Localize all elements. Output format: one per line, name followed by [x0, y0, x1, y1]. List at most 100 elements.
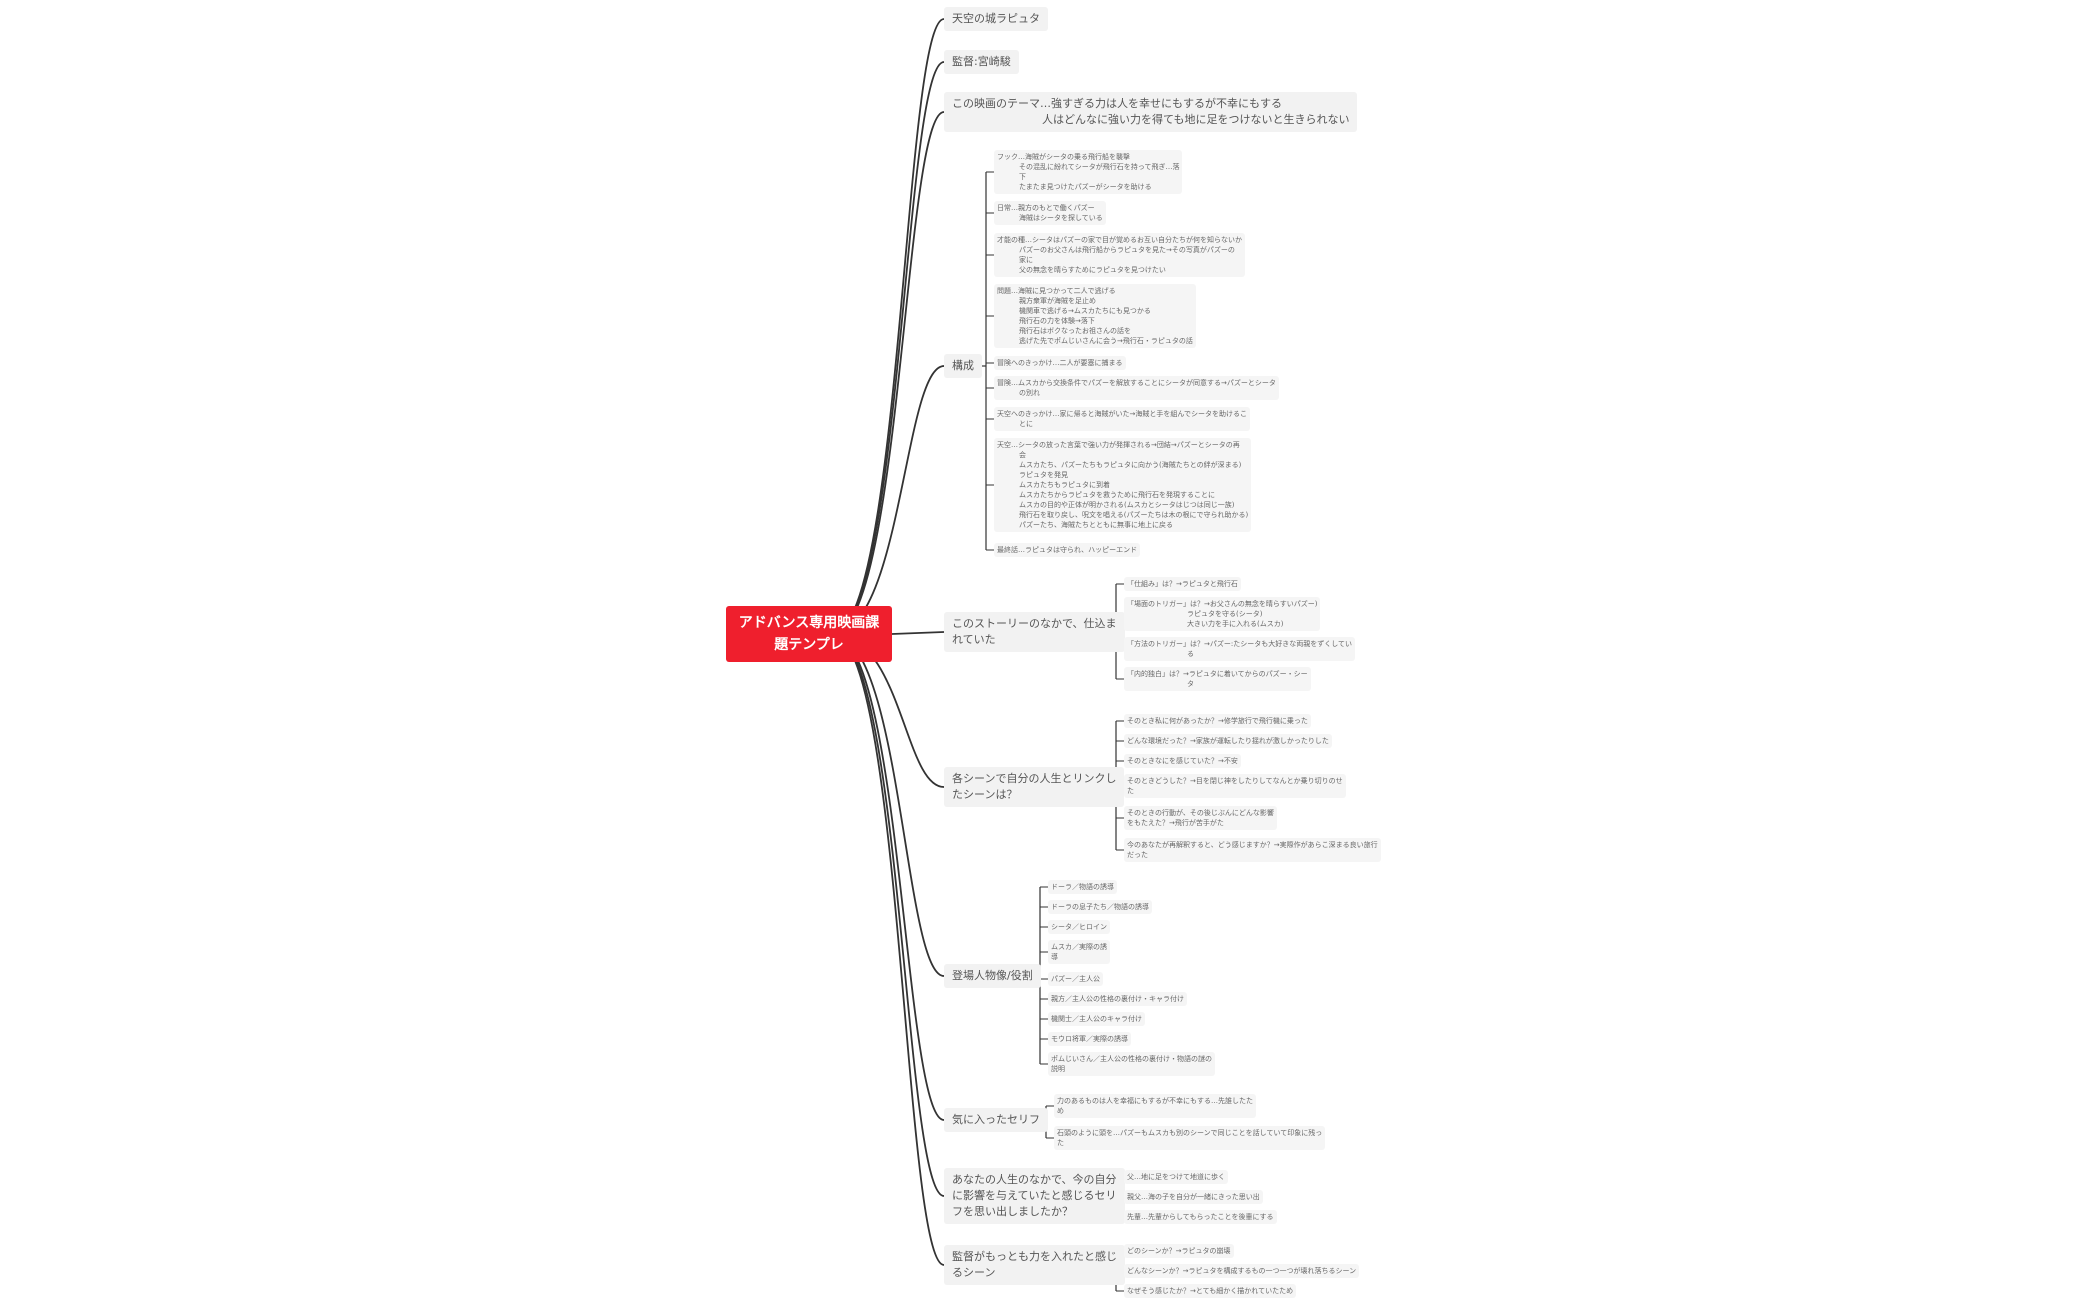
- branch-theme-line-1: この映画のテーマ…強すぎる力は人を幸せにもするが不幸にもする: [952, 97, 1282, 110]
- characters-item[interactable]: 機関士／主人公のキャラ付け: [1048, 1012, 1145, 1026]
- item-line: ムスカ／実際の誘: [1051, 943, 1107, 951]
- branch-characters[interactable]: 登場人物像/役割: [944, 964, 1041, 988]
- item-line: 親方／主人公の性格の裏付け・キャラ付け: [1051, 995, 1184, 1003]
- root-node[interactable]: アドバンス専用映画課 題テンプレ: [726, 606, 892, 662]
- influence-item[interactable]: 先輩…先輩からしてもらったことを後輩にする: [1124, 1210, 1277, 1224]
- structure-item[interactable]: フック…海賊がシータの乗る飛行船を襲撃その混乱に紛れてシータが飛行石を持って飛ぎ…: [994, 150, 1183, 194]
- characters-item[interactable]: ドーラの息子たち／物語の誘導: [1048, 900, 1152, 914]
- item-line: ムスカたち、パズーたちもラピュタに向かう(海賊たちとの絆が深まる): [1019, 461, 1242, 469]
- item-line: なぜそう感じたか？→とても細かく描かれていたため: [1127, 1287, 1294, 1295]
- item-line: 才能の種…シータはパズーの家で目が覚めるお互い自分たちが何を知らないか: [997, 236, 1242, 244]
- director-focus-item[interactable]: なぜそう感じたか？→とても細かく描かれていたため: [1124, 1284, 1297, 1298]
- structure-item[interactable]: 冒険…ムスカから交換条件でパズーを解放することにシータが同意する→パズーとシータ…: [994, 376, 1279, 400]
- influence-item[interactable]: 父…地に足をつけて地道に歩く: [1124, 1170, 1228, 1184]
- branch-setup[interactable]: このストーリーのなかで、仕込ま れていた: [944, 612, 1125, 652]
- item-line: シータ／ヒロイン: [1051, 923, 1107, 931]
- setup-item[interactable]: 「場面のトリガー」は？→お父さんの無念を晴らすいパズー) ラピュタを守る(シータ)…: [1124, 597, 1321, 631]
- structure-item[interactable]: 最終話…ラピュタは守られ、ハッピーエンド: [994, 543, 1141, 557]
- structure-item[interactable]: 才能の種…シータはパズーの家で目が覚めるお互い自分たちが何を知らないかパズーのお…: [994, 233, 1245, 277]
- branch-scenes-line-1: 各シーンで自分の人生とリンクし: [952, 772, 1117, 785]
- item-line: 石頭のように頭を…パズーもムスカも別のシーンで同じことを話していて印象に残っ: [1057, 1129, 1323, 1137]
- structure-item[interactable]: 天空へのきっかけ…家に帰ると海賊がいた→海賊と手を組んでシータを助けることに: [994, 407, 1251, 431]
- characters-item[interactable]: パズー／主人公: [1048, 972, 1103, 986]
- root-connector-director: [831, 61, 945, 635]
- branch-influence-line-1: あなたの人生のなかで、今の自分: [952, 1173, 1117, 1186]
- item-line: 力のあるものは人を幸福にもするが不幸にもする…先誰したた: [1057, 1097, 1253, 1105]
- item-line: 説明: [1051, 1065, 1065, 1073]
- structure-item[interactable]: 冒険へのきっかけ…二人が要塞に捕まる: [994, 356, 1126, 370]
- branch-influence-line-2: に影響を与えていたと感じるセリ: [952, 1189, 1117, 1202]
- scenes-item[interactable]: そのときどうした？→目を閉じ神をしたりしてなんとか乗り切りのせた: [1124, 774, 1346, 798]
- item-line: その混乱に紛れてシータが飛行石を持って飛ぎ…落: [1019, 163, 1180, 171]
- root-connector-setup: [891, 631, 945, 635]
- branch-influence-line-3: フを思い出しましたか？: [952, 1205, 1073, 1218]
- item-line: の別れ: [1019, 389, 1040, 397]
- branch-title[interactable]: 天空の城ラピュタ: [944, 7, 1048, 31]
- branch-setup-line-2: れていた: [952, 633, 996, 646]
- item-line: 冒険へのきっかけ…二人が要塞に捕まる: [997, 359, 1123, 367]
- item-line: パズーのお父さんは飛行船からラピュタを見た→その写真がパズーの: [1019, 246, 1235, 254]
- branch-scenes[interactable]: 各シーンで自分の人生とリンクし たシーンは？: [944, 767, 1125, 807]
- item-line: 下: [1019, 173, 1026, 181]
- branch-theme-line-2: 人はどんなに強い力を得ても地に足をつけないと生きられない: [1042, 113, 1350, 126]
- item-line: 親父…海の子を自分が一緒にきった思い出: [1127, 1193, 1260, 1201]
- branch-scenes-line-2: たシーンは？: [952, 788, 1018, 801]
- root-connector-title: [831, 18, 945, 635]
- item-line: タ: [1187, 680, 1194, 688]
- characters-item[interactable]: ポムじいさん／主人公の性格の裏付け・物語の謎の説明: [1048, 1052, 1215, 1076]
- scenes-item[interactable]: そのとき私に何があったか？→修学旅行で飛行機に乗った: [1124, 714, 1311, 728]
- setup-item[interactable]: 「仕組み」は？→ラピュタと飛行石: [1124, 577, 1241, 591]
- branch-director-focus-line-1: 監督がもっとも力を入れたと感じ: [952, 1250, 1117, 1263]
- setup-item[interactable]: 「方法のトリガー」は？→パズー:たシータも大好きな両親をずくしている: [1124, 637, 1356, 661]
- director-focus-item[interactable]: どのシーンか？→ラピュタの崩壊: [1124, 1244, 1234, 1258]
- item-line: 「内的独白」は？→ラピュタに着いてからのパズー・シー: [1127, 670, 1308, 678]
- structure-item[interactable]: 日常…親方のもとで働くパズー海賊はシータを探している: [994, 201, 1106, 225]
- director-focus-item[interactable]: どんなシーンか？→ラピュタを構成するもの一つ一つが壊れ落ちるシーン: [1124, 1264, 1360, 1278]
- scenes-item[interactable]: そのときの行動が、その後じぶんにどんな影響をもたえた？→飛行が苦手がた: [1124, 806, 1277, 830]
- quotes-item[interactable]: 力のあるものは人を幸福にもするが不幸にもする…先誰したため: [1054, 1094, 1256, 1118]
- item-line: たまたま見つけたパズーがシータを助ける: [1019, 183, 1152, 191]
- branch-director[interactable]: 監督:宮崎駿: [944, 50, 1019, 74]
- branch-theme[interactable]: この映画のテーマ…強すぎる力は人を幸せにもするが不幸にもする 人はどんなに強い力…: [944, 92, 1358, 132]
- structure-item[interactable]: 天空…シータの放った言葉で強い力が発揮される→団結→パズーとシータの再会ムスカた…: [994, 438, 1252, 532]
- branch-influence[interactable]: あなたの人生のなかで、今の自分 に影響を与えていたと感じるセリ フを思い出しまし…: [944, 1168, 1125, 1224]
- influence-item[interactable]: 親父…海の子を自分が一緒にきった思い出: [1124, 1190, 1263, 1204]
- item-line: ポムじいさん／主人公の性格の裏付け・物語の謎の: [1051, 1055, 1212, 1063]
- item-line: ムスカたちからラピュタを救うために飛行石を発現することに: [1019, 491, 1215, 499]
- item-line: ドーラ／物語の誘導: [1051, 883, 1114, 891]
- item-line: 「場面のトリガー」は？→お父さんの無念を晴らすいパズー): [1127, 600, 1318, 608]
- characters-item[interactable]: 親方／主人公の性格の裏付け・キャラ付け: [1048, 992, 1187, 1006]
- item-line: をもたえた？→飛行が苦手がた: [1127, 819, 1224, 827]
- characters-item[interactable]: シータ／ヒロイン: [1048, 920, 1110, 934]
- root-connector-director-focus: [831, 633, 945, 1266]
- setup-item[interactable]: 「内的独白」は？→ラピュタに着いてからのパズー・シータ: [1124, 667, 1311, 691]
- item-line: 海賊はシータを探している: [1019, 214, 1103, 222]
- item-line: ラピュタを守る(シータ): [1187, 610, 1263, 618]
- item-line: とに: [1019, 420, 1033, 428]
- scenes-item[interactable]: そのときなにを感じていた？→不安: [1124, 754, 1241, 768]
- quotes-item[interactable]: 石頭のように頭を…パズーもムスカも別のシーンで同じことを話していて印象に残った: [1054, 1126, 1326, 1150]
- item-line: だった: [1127, 851, 1148, 859]
- structure-item[interactable]: 問題…海賊に見つかって二人で逃げる親方衆軍が海賊を足止め機関車で逃げる→ムスカた…: [994, 284, 1196, 348]
- item-line: 冒険…ムスカから交換条件でパズーを解放することにシータが同意する→パズーとシータ: [997, 379, 1276, 387]
- item-line: 逃げた先でポムじいさんに会う→飛行石・ラピュタの話: [1019, 337, 1193, 345]
- item-line: 飛行石はボクなったお祖さんの話を: [1019, 327, 1131, 335]
- branch-characters-text: 登場人物像/役割: [952, 969, 1033, 982]
- branch-structure[interactable]: 構成: [944, 354, 982, 378]
- item-line: パズー／主人公: [1051, 975, 1100, 983]
- characters-item[interactable]: ムスカ／実際の誘導: [1048, 940, 1110, 964]
- scenes-item[interactable]: 今のあなたが再解釈すると、どう感じますか？→実際作があらこ深まる良い旅行だった: [1124, 838, 1381, 862]
- scenes-item[interactable]: どんな環境だった？→家族が運転したり揺れが激しかったりした: [1124, 734, 1332, 748]
- branch-quotes[interactable]: 気に入ったセリフ: [944, 1108, 1048, 1132]
- root-connector-theme: [831, 111, 945, 635]
- item-line: た: [1127, 787, 1134, 795]
- item-line: そのときなにを感じていた？→不安: [1127, 757, 1238, 765]
- item-line: 今のあなたが再解釈すると、どう感じますか？→実際作があらこ深まる良い旅行: [1127, 841, 1378, 849]
- item-line: 父…地に足をつけて地道に歩く: [1127, 1173, 1225, 1181]
- item-line: 家に: [1019, 256, 1033, 264]
- item-line: 天空へのきっかけ…家に帰ると海賊がいた→海賊と手を組んでシータを助けるこ: [997, 410, 1248, 418]
- characters-item[interactable]: ドーラ／物語の誘導: [1048, 880, 1117, 894]
- characters-item[interactable]: モウロ将軍／実際の誘導: [1048, 1032, 1131, 1046]
- branch-setup-line-1: このストーリーのなかで、仕込ま: [952, 617, 1117, 630]
- branch-director-focus[interactable]: 監督がもっとも力を入れたと感じ るシーン: [944, 1245, 1125, 1285]
